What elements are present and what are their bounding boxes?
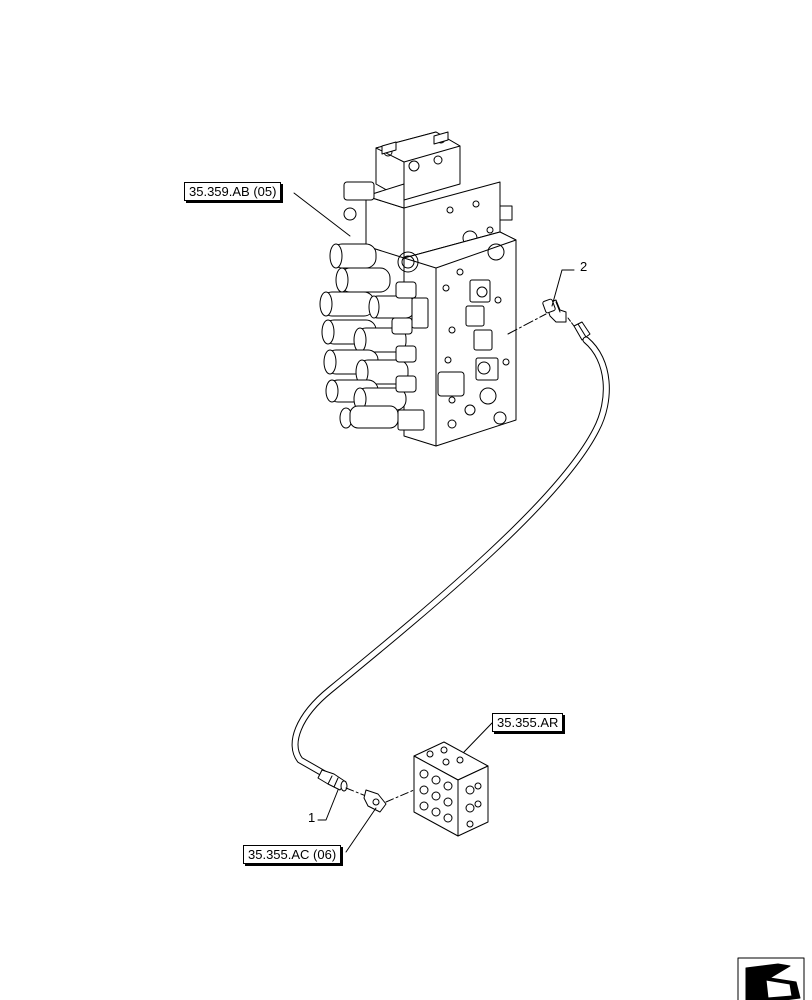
callout-item-2: 2	[580, 259, 588, 274]
centerline-lower-b	[385, 789, 415, 803]
spool-solenoids	[319, 243, 429, 429]
control-valve-assembly	[319, 131, 517, 447]
valve-main-body	[397, 231, 517, 447]
callout-item-1: 1	[308, 810, 316, 825]
valve-top-cover	[375, 131, 461, 201]
adapter-fitting	[363, 789, 387, 813]
reference-control-valve[interactable]: 35.359.AB (05)	[184, 182, 282, 201]
hose-end-top	[573, 321, 591, 341]
reference-manifold-block[interactable]: 35.355.AR	[492, 713, 564, 732]
centerline-upper	[507, 313, 547, 335]
hose-assembly	[291, 298, 610, 813]
leader-lines	[293, 192, 575, 853]
hose-end-bottom	[317, 769, 348, 792]
centerline-lower-a	[345, 787, 367, 797]
elbow-fitting-item-2	[542, 298, 567, 323]
manifold-block	[413, 741, 489, 837]
previous-page-arrow-icon[interactable]	[737, 957, 805, 1000]
reference-fitting[interactable]: 35.355.AC (06)	[243, 845, 342, 864]
